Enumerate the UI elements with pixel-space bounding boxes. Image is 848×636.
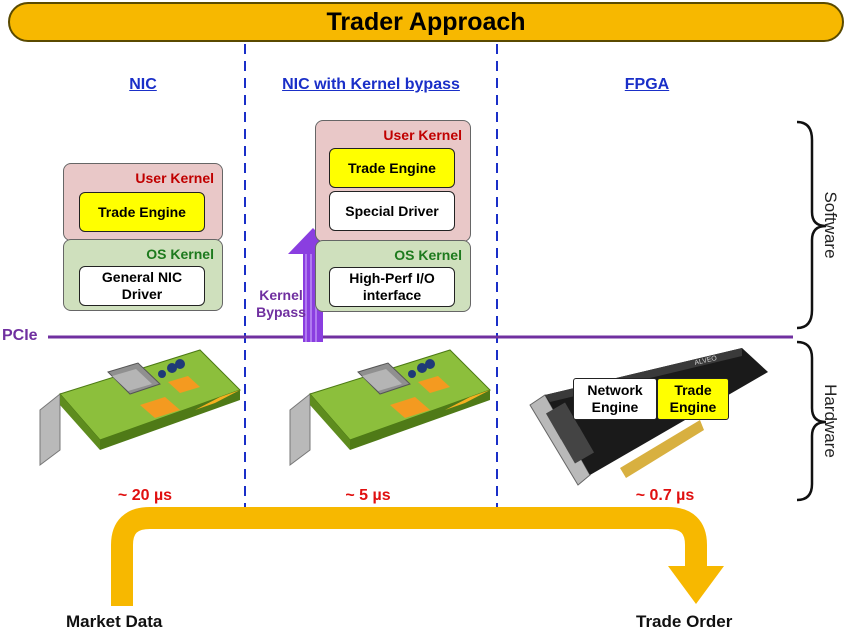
software-brace [796, 120, 827, 330]
title-text: Trader Approach [326, 7, 526, 36]
nic-os-kernel-label: OS Kernel [146, 246, 214, 262]
nic-user-kernel-label: User Kernel [135, 170, 214, 186]
fpga-trade-engine: Trade Engine [657, 378, 729, 420]
nic-user-kernel-box: User Kernel Trade Engine [63, 163, 223, 241]
bypass-io-interface: High-Perf I/O interface [329, 267, 455, 307]
title-banner: Trader Approach [8, 2, 844, 42]
bypass-trade-engine: Trade Engine [329, 148, 455, 188]
bypass-os-kernel-box: OS Kernel High-Perf I/O interface [315, 240, 471, 312]
hardware-brace [796, 340, 827, 502]
bypass-user-kernel-label: User Kernel [383, 127, 462, 143]
bypass-user-kernel-box: User Kernel Trade Engine Special Driver [315, 120, 471, 242]
kernel-bypass-label: Kernel Bypass [256, 287, 306, 320]
fpga-network-engine: Network Engine [573, 378, 657, 420]
column-header-fpga: FPGA [624, 76, 670, 93]
column-header-bypass: NIC with Kernel bypass [282, 76, 460, 93]
nic-card-2 [289, 349, 491, 466]
bypass-special-driver: Special Driver [329, 191, 455, 231]
trade-order-label: Trade Order [636, 612, 733, 631]
nic-os-kernel-box: OS Kernel General NIC Driver [63, 239, 223, 311]
nic-trade-engine: Trade Engine [79, 192, 205, 232]
pcie-label: PCIe [2, 327, 38, 344]
nic-driver: General NIC Driver [79, 266, 205, 306]
latency-bypass: ~ 5 µs [345, 487, 391, 504]
nic-card-1 [39, 349, 241, 466]
bypass-os-kernel-label: OS Kernel [394, 247, 462, 263]
column-header-nic: NIC [129, 76, 157, 93]
flow-arrow [111, 507, 724, 606]
market-data-label: Market Data [66, 612, 163, 631]
hardware-label: Hardware [821, 384, 840, 458]
latency-nic: ~ 20 µs [117, 487, 173, 504]
software-label: Software [821, 191, 840, 259]
latency-fpga: ~ 0.7 µs [635, 487, 695, 504]
